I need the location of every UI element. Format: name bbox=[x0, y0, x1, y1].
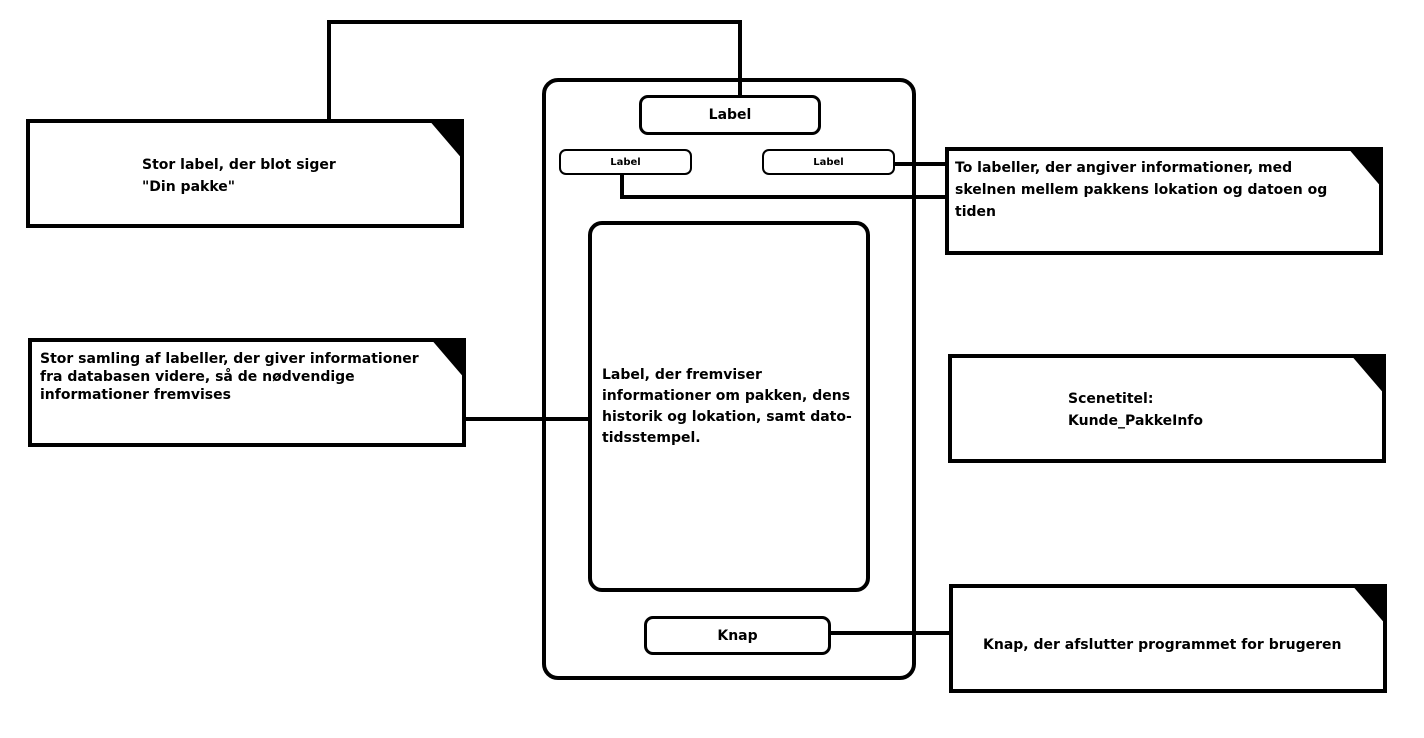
note-collection: Stor samling af labeller, der giver info… bbox=[28, 338, 466, 447]
scene-title-line2: Kunde_PakkeInfo bbox=[1068, 413, 1204, 429]
package-info-text: Label, der fremviser informationer om pa… bbox=[602, 366, 852, 446]
note-info-labels: To labeller, der angiver informationer, … bbox=[945, 147, 1383, 255]
note-fold bbox=[1350, 354, 1386, 396]
phone-frame bbox=[542, 78, 916, 680]
exit-button[interactable]: Knap bbox=[644, 616, 831, 655]
note-collection-text: Stor samling af labeller, der giver info… bbox=[40, 351, 419, 403]
note-info-labels-text: To labeller, der angiver informationer, … bbox=[955, 160, 1328, 220]
package-info-label: Label, der fremviser informationer om pa… bbox=[588, 221, 870, 592]
note-button-text: Knap, der afslutter programmet for bruge… bbox=[983, 637, 1342, 653]
connector-left-label bbox=[620, 175, 947, 199]
header-label: Label bbox=[639, 95, 821, 135]
note-button: Knap, der afslutter programmet for bruge… bbox=[949, 584, 1387, 693]
note-fold bbox=[428, 119, 464, 161]
note-header-label: Stor label, der blot siger "Din pakke" bbox=[26, 119, 464, 228]
note-scene-title: Scenetitel: Kunde_PakkeInfo bbox=[948, 354, 1386, 463]
note-header-line2: "Din pakke" bbox=[142, 179, 236, 195]
note-fold bbox=[1347, 147, 1383, 189]
note-header-line1: Stor label, der blot siger bbox=[142, 157, 336, 173]
scene-title-line1: Scenetitel: bbox=[1068, 391, 1154, 407]
connector-header bbox=[327, 20, 742, 120]
note-fold bbox=[430, 338, 466, 380]
location-label: Label bbox=[559, 149, 692, 175]
datetime-label: Label bbox=[762, 149, 895, 175]
note-fold bbox=[1351, 584, 1387, 626]
